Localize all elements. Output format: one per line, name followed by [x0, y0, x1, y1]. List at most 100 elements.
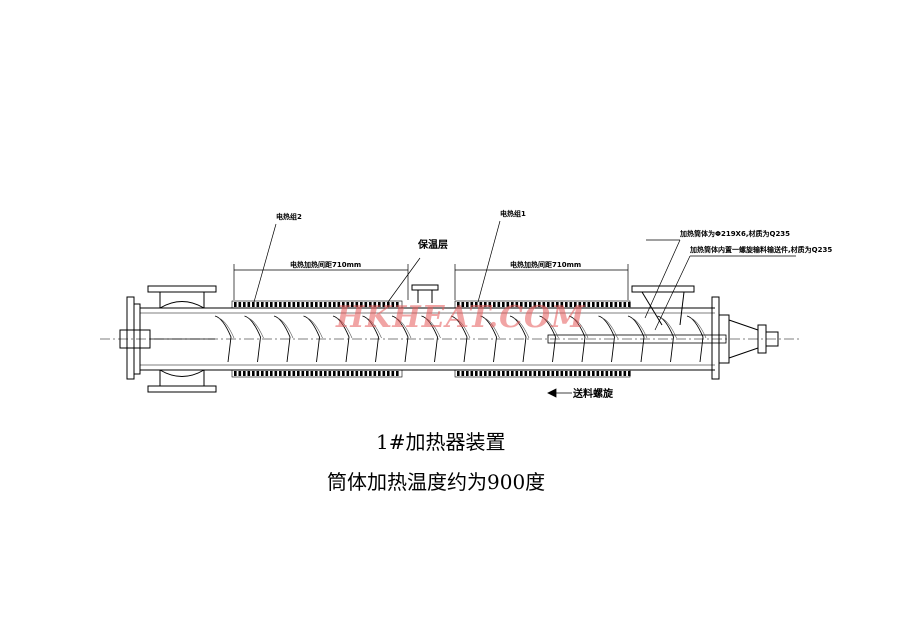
feed-screw-label: 送料螺旋 [573, 389, 613, 400]
screw-flight-shade [425, 317, 441, 339]
coil-segment [306, 371, 309, 376]
coil-segment [355, 371, 359, 376]
heater-group-1-label: 电热组1 [500, 210, 526, 218]
screw-flight-shade [602, 317, 618, 339]
left-flange [119, 296, 215, 380]
coil-segment [484, 371, 487, 376]
coil-segment [373, 302, 377, 307]
coil-segment [475, 302, 478, 307]
coil-segment [614, 371, 618, 376]
coil-segment [270, 371, 273, 376]
screw-spec-label: 加热筒体内置一螺旋输料输送件,材质为Q235 [690, 246, 833, 254]
coil-segment [560, 371, 564, 376]
watermark: HKHEAT.COM [336, 300, 586, 335]
screw-flight [657, 315, 674, 363]
screw-flight-shade [690, 317, 707, 339]
coil-segment [328, 302, 332, 307]
coil-segment [324, 371, 327, 376]
inlet-nozzle [147, 285, 217, 309]
coil-segment [387, 371, 390, 376]
caption-line-2: 筒体加热温度约为900度 [327, 470, 546, 494]
heating-length-left-label: 电热加热间距710mm [290, 261, 362, 269]
coil-segment [488, 302, 492, 307]
coil-segment [551, 302, 555, 307]
coil-segment [256, 371, 260, 376]
coil-segment [382, 371, 386, 376]
dimension-right [454, 264, 629, 300]
coil-segment [252, 371, 255, 376]
coil-segment [337, 371, 341, 376]
coil-segment [288, 302, 291, 307]
screw-flight-shade [661, 317, 677, 339]
right-funnel [631, 285, 695, 326]
coil-segment [328, 371, 332, 376]
coil-segment [628, 302, 631, 307]
coil-segment [497, 302, 501, 307]
coil-segment [315, 371, 318, 376]
screw-flight [598, 315, 615, 363]
coil-segment [565, 371, 568, 376]
coil-segment [574, 371, 577, 376]
coil-segment [265, 302, 269, 307]
coil-segment [619, 371, 622, 376]
coil-segment [592, 371, 595, 376]
heater-group-2-label: 电热组2 [276, 213, 302, 221]
coil-segment [310, 371, 314, 376]
screw-flight-shade [336, 317, 353, 339]
coil-segment [396, 302, 399, 307]
coil-segment [252, 302, 255, 307]
coil-segment [479, 371, 483, 376]
feed-direction-arrow [547, 388, 572, 398]
coil-segment [547, 371, 550, 376]
coil-segment [373, 371, 377, 376]
screw-flight-shade [277, 317, 294, 339]
screw-flight-shade [513, 317, 530, 339]
coil-segment [560, 302, 564, 307]
screw-flight [480, 315, 497, 363]
coil-segment [238, 302, 242, 307]
coil-segment [511, 371, 514, 376]
coil-segment [337, 302, 341, 307]
coil-segment [369, 302, 372, 307]
screw-flight-shade [395, 317, 412, 339]
screw-flight-shade [218, 317, 235, 339]
screw-flight-shade [631, 317, 648, 339]
coil-segment [292, 302, 296, 307]
coil-segment [538, 371, 541, 376]
screw-flight [332, 315, 350, 363]
coil-segment [306, 302, 309, 307]
coil-segment [592, 302, 595, 307]
coil-segment [234, 371, 237, 376]
coil-segment [628, 371, 631, 376]
coil-segment [547, 302, 550, 307]
coil-segment [506, 371, 510, 376]
coil-segment [565, 302, 568, 307]
coil-segment [315, 302, 318, 307]
coil-segment [342, 371, 345, 376]
coil-segment [529, 371, 532, 376]
screw-flight [568, 315, 586, 363]
coil-segment [319, 302, 323, 307]
insulation-label: 保温层 [418, 240, 448, 251]
coil-segment [234, 302, 237, 307]
coil-segment [511, 302, 514, 307]
heating-length-right-label: 电热加热间距710mm [510, 261, 582, 269]
right-drive [711, 296, 779, 380]
coil-segment [238, 371, 242, 376]
coil-segment [256, 302, 260, 307]
coil-segment [243, 302, 246, 307]
coil-segment [301, 371, 305, 376]
screw-flight [362, 315, 379, 363]
coil-segment [301, 302, 305, 307]
coil-segment [283, 302, 287, 307]
outlet-nozzle [147, 369, 217, 393]
screw-flight-shade [543, 317, 559, 339]
coil-segment [610, 371, 613, 376]
coil-segment [619, 302, 622, 307]
coil-segment [461, 302, 465, 307]
screw-flights [214, 315, 707, 363]
coil-segment [292, 371, 296, 376]
coil-segment [542, 302, 546, 307]
coil-segment [360, 371, 363, 376]
